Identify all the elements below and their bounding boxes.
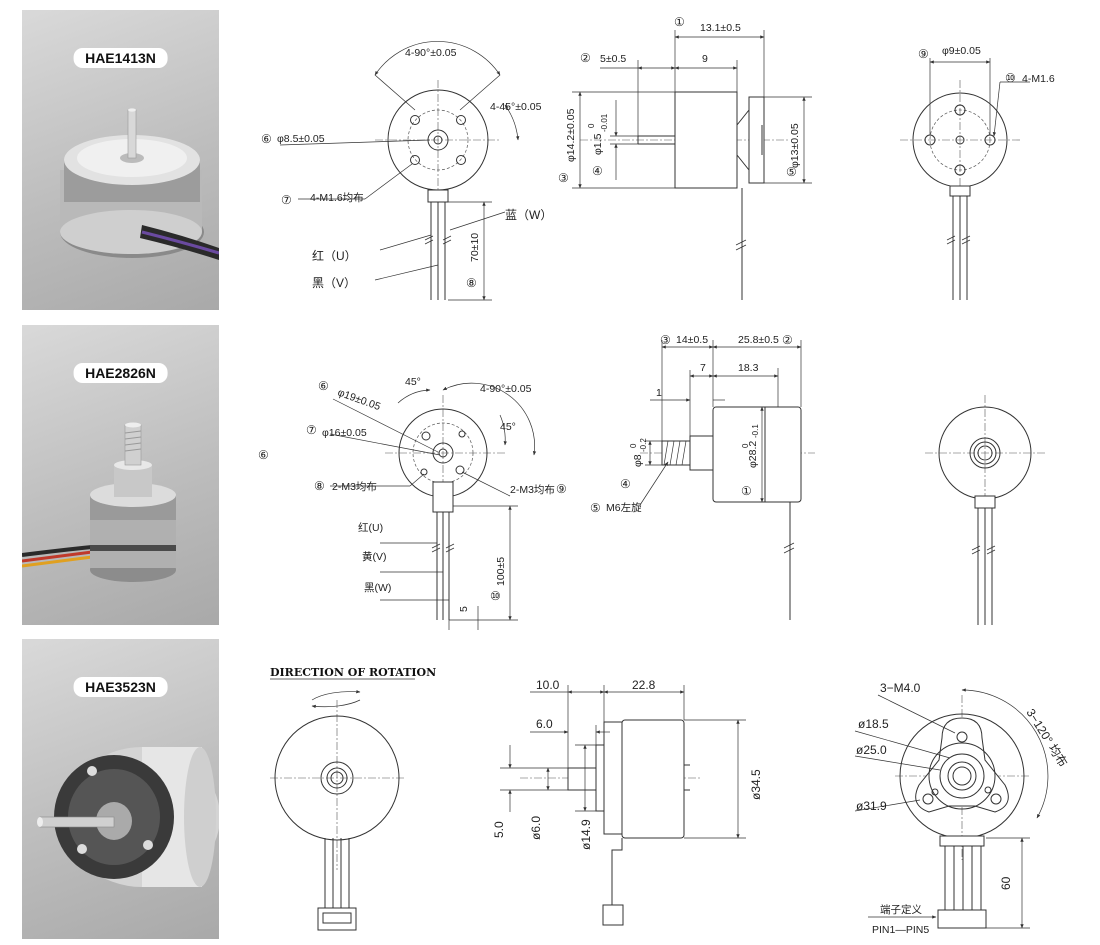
- r1-marker-7: ⑦: [281, 193, 292, 207]
- r3b-d25: ø25.0: [856, 743, 887, 757]
- r1s-marker-4: ④: [592, 164, 603, 178]
- r3s-dia345: ø34.5: [749, 769, 763, 800]
- model-badge-3: HAE3523N: [73, 677, 168, 697]
- row3-side-view: 10.0 22.8 6.0 5.0 ø6.0 ø14.9 ø34.5: [492, 678, 763, 926]
- motor-image-1: [60, 108, 219, 260]
- r2s-tol-b-top: 0: [741, 443, 750, 448]
- r2-wire-u: 红(U): [358, 521, 383, 534]
- r2-lead: 100±5: [495, 557, 507, 586]
- model-badge-1: HAE1413N: [73, 48, 168, 68]
- r2-d19: φ19±0.05: [336, 387, 382, 414]
- row1-back-view: ⑨ φ9±0.05 ⑩ 4-M1.6: [900, 45, 1055, 300]
- row1-front-view: 4-90°±0.05 4-45°±0.05 ⑥ φ8.5±0.05 ⑦ 4-M1…: [261, 41, 552, 301]
- r2-marker-8: ⑧: [314, 479, 325, 493]
- r2s-tol-s-top: 0: [629, 443, 638, 448]
- r1s-tol-bot: -0.01: [600, 113, 609, 132]
- row1-side-view: ① 13.1±0.5 ② 5±0.5 9 φ14.2±0.05 ③ φ1.5 0…: [558, 15, 812, 300]
- r3b-pin-title: 端子定义: [880, 903, 922, 916]
- r3b-d319: ø31.9: [856, 799, 887, 813]
- r1-angle2: 4-45°±0.05: [490, 101, 542, 113]
- r3-title: DIRECTION OF ROTATION: [270, 666, 436, 679]
- r2-marker-9: ⑨: [556, 482, 567, 496]
- r2s-marker-4: ④: [620, 477, 631, 491]
- r2-a45b: 45°: [500, 421, 516, 433]
- r2s-marker-1: ①: [741, 484, 752, 498]
- r1-holes: 4-M1.6均布: [310, 192, 364, 204]
- r1b-marker-9: ⑨: [918, 47, 929, 61]
- r2s-seven: 7: [700, 362, 706, 374]
- r3s-d10: 10.0: [536, 678, 560, 692]
- motor-image-2: [22, 422, 176, 582]
- r3b-lead: 60: [999, 876, 1013, 890]
- r1-wire-w: 蓝（W）: [505, 208, 552, 222]
- r2-marker-7: ⑦: [306, 423, 317, 437]
- r1-lead: 70±10: [469, 233, 481, 262]
- row2-front-view: ⑥ ⑥ φ19±0.05 45° 4-90°±0.05 45° ⑦ φ16±0.…: [258, 376, 567, 630]
- r1s-len: 13.1±0.5: [700, 22, 741, 34]
- r3s-dia6: ø6.0: [529, 816, 543, 840]
- r2-marker-10: ⑩: [490, 589, 501, 603]
- r1s-dia-shaft: φ1.5: [592, 133, 604, 155]
- r2-marker-6b: ⑥: [258, 448, 269, 462]
- r2s-shaft: 14±0.5: [676, 334, 708, 346]
- r3s-d6: 6.0: [536, 717, 553, 731]
- r1-marker-8: ⑧: [466, 276, 477, 290]
- r2s-dia-shaft: φ8: [632, 454, 644, 467]
- r3b-holes: 3−M4.0: [880, 681, 921, 695]
- r2s-body: 18.3: [738, 362, 759, 374]
- product-photo-3: HAE3523N: [22, 639, 219, 939]
- r1s-marker-2: ②: [580, 51, 591, 65]
- r2s-thread: M6左旋: [606, 501, 642, 514]
- r1s-marker-3: ③: [558, 171, 569, 185]
- r2s-dia-body: φ28.2: [747, 441, 759, 468]
- row2-side-view: ③ 14±0.5 25.8±0.5 ② 7 18.3 1 φ8 0 -0.2 ④…: [590, 333, 815, 620]
- r1-wire-u: 红（U）: [312, 248, 357, 263]
- r2-marker-6: ⑥: [318, 379, 329, 393]
- r2-m3b: 2-M3均布: [510, 484, 555, 496]
- row2-back-view: [925, 395, 1045, 625]
- row3-back-view: 3−M4.0 ø18.5 ø25.0 ø31.9 3−120° 均布 60 端子…: [854, 681, 1070, 936]
- r3s-d5: 5.0: [492, 821, 506, 838]
- r3s-d228: 22.8: [632, 678, 656, 692]
- r1b-marker-10: ⑩: [1005, 71, 1016, 85]
- r1b-dia: φ9±0.05: [942, 45, 981, 57]
- r2-a45a: 45°: [405, 376, 421, 388]
- r2-a90: 4-90°±0.05: [480, 383, 532, 395]
- r3s-dia149: ø14.9: [579, 819, 593, 850]
- r1s-marker-5: ⑤: [786, 165, 797, 179]
- r2s-marker-2: ②: [782, 333, 793, 347]
- r2-wire-w: 黑(W): [364, 582, 391, 594]
- product-photo-2: HAE2826N: [22, 325, 219, 625]
- r2s-marker-3: ③: [660, 333, 671, 347]
- model-badge-2: HAE2826N: [73, 363, 168, 383]
- r2-d16: φ16±0.05: [322, 427, 367, 439]
- r2-strip: 5: [458, 606, 470, 612]
- r1s-dia-body: φ14.2±0.05: [565, 108, 577, 162]
- row3-front-view: DIRECTION OF ROTATION: [270, 666, 436, 931]
- r2s-len: 25.8±0.5: [738, 334, 779, 346]
- motor-image-3: [37, 747, 219, 887]
- r3b-d185: ø18.5: [858, 717, 889, 731]
- r1s-dia-boss: φ13±0.05: [789, 123, 801, 168]
- r2s-tol-s-bot: -0.2: [639, 438, 648, 452]
- r2s-one: 1: [656, 387, 662, 399]
- r1s-marker-1: ①: [674, 15, 685, 29]
- r1s-tol-top: 0: [587, 123, 596, 128]
- r1-wire-v: 黑（V）: [312, 276, 356, 290]
- r1-marker-6: ⑥: [261, 132, 272, 146]
- r1-angle1: 4-90°±0.05: [405, 47, 457, 59]
- r1s-shaft: 5±0.5: [600, 53, 626, 65]
- r2s-marker-5: ⑤: [590, 501, 601, 515]
- r2s-tol-b-bot: -0.1: [751, 424, 760, 438]
- r2-m3a: 2-M3均布: [332, 481, 377, 493]
- r3b-pin-range: PIN1—PIN5: [872, 924, 929, 936]
- r1b-holes: 4-M1.6: [1022, 73, 1055, 85]
- r1s-body: 9: [702, 53, 708, 65]
- r2-wire-v: 黄(V): [362, 550, 387, 563]
- r1-dia: φ8.5±0.05: [277, 133, 325, 145]
- product-photo-1: HAE1413N: [22, 10, 219, 310]
